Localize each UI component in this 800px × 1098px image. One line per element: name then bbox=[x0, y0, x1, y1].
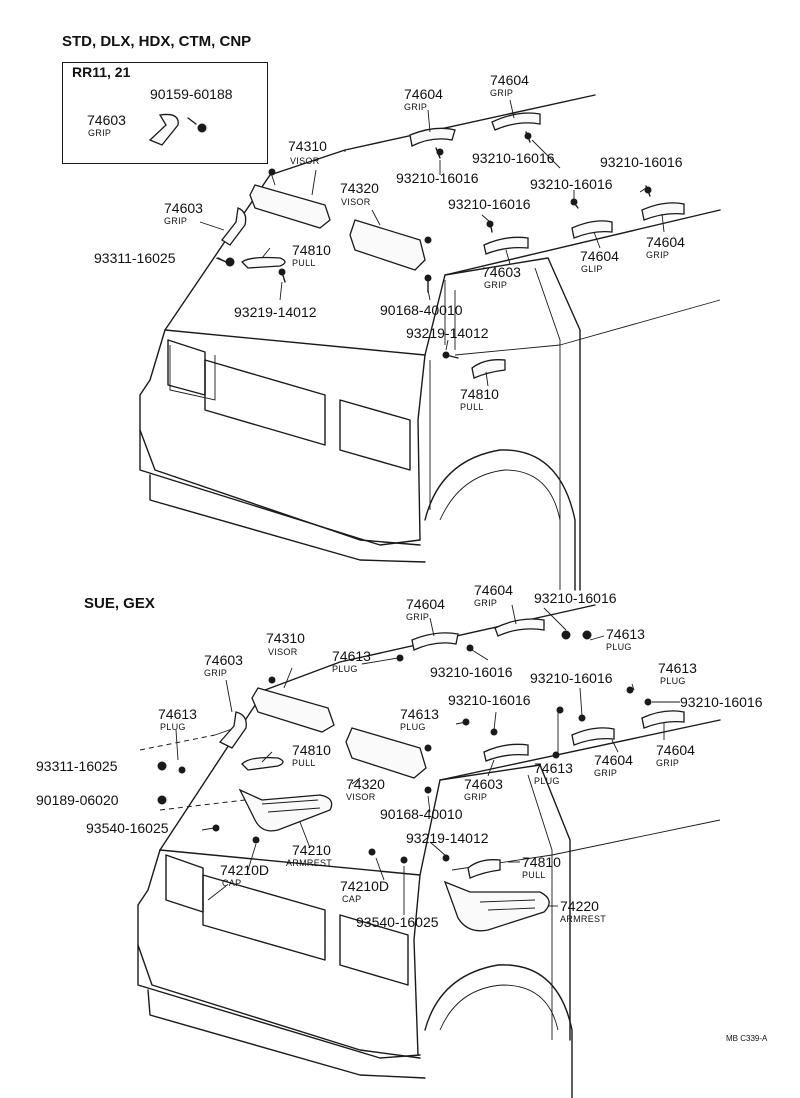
part-number: 74604 bbox=[594, 752, 633, 768]
part-name: CAP bbox=[222, 878, 242, 888]
part-number: 74613 bbox=[332, 648, 371, 664]
part-name: GLIP bbox=[581, 264, 603, 274]
part-number: 93219-14012 bbox=[406, 325, 489, 341]
part-number: 74210 bbox=[292, 842, 331, 858]
top-variant-heading: STD, DLX, HDX, CTM, CNP bbox=[62, 33, 252, 50]
part-number: 93210-16016 bbox=[534, 590, 617, 606]
part-number: 74220 bbox=[560, 898, 599, 914]
drawing-code: MB C339-A bbox=[726, 1034, 768, 1043]
part-number: 74603 bbox=[204, 652, 243, 668]
part-number: 74613 bbox=[658, 660, 697, 676]
part-name: GRIP bbox=[656, 758, 680, 768]
top-parts bbox=[148, 112, 685, 379]
part-name: CAP bbox=[342, 894, 362, 904]
part-number: 93219-14012 bbox=[234, 304, 317, 320]
part-number: 74310 bbox=[266, 630, 305, 646]
bottom-parts bbox=[157, 618, 685, 932]
part-name: PLUG bbox=[534, 776, 560, 786]
part-name: GRIP bbox=[204, 668, 228, 678]
inset-box bbox=[62, 62, 268, 164]
part-number: 74604 bbox=[490, 72, 529, 88]
part-number: 93210-16016 bbox=[430, 664, 513, 680]
part-name: VISOR bbox=[290, 156, 320, 166]
part-name: GRIP bbox=[484, 280, 508, 290]
part-number: 93210-16016 bbox=[448, 196, 531, 212]
inset-part-name: GRIP bbox=[88, 128, 112, 138]
part-number: 74810 bbox=[292, 242, 331, 258]
part-name: GRIP bbox=[474, 598, 498, 608]
part-number: 93210-16016 bbox=[530, 670, 613, 686]
part-name: GRIP bbox=[646, 250, 670, 260]
part-number: 90189-06020 bbox=[36, 792, 119, 808]
part-number: 74613 bbox=[158, 706, 197, 722]
part-name: PULL bbox=[292, 758, 316, 768]
part-name: PLUG bbox=[606, 642, 632, 652]
top-van-body bbox=[139, 94, 721, 591]
part-name: PLUG bbox=[400, 722, 426, 732]
part-number: 74320 bbox=[340, 180, 379, 196]
part-number: 93540-16025 bbox=[356, 914, 439, 930]
part-number: 74604 bbox=[656, 742, 695, 758]
part-name: VISOR bbox=[341, 197, 371, 207]
part-number: 74810 bbox=[460, 386, 499, 402]
part-name: GRIP bbox=[404, 102, 428, 112]
part-number: 74604 bbox=[406, 596, 445, 612]
part-number: 74603 bbox=[164, 200, 203, 216]
part-number: 93311-16025 bbox=[36, 758, 118, 774]
part-name: VISOR bbox=[346, 792, 376, 802]
part-number: 74613 bbox=[534, 760, 573, 776]
part-name: ARMREST bbox=[286, 858, 333, 868]
part-name: GRIP bbox=[406, 612, 430, 622]
part-number: 74603 bbox=[464, 776, 503, 792]
part-number: 74210D bbox=[220, 862, 270, 878]
part-number: 93540-16025 bbox=[86, 820, 169, 836]
part-number: 93210-16016 bbox=[530, 176, 613, 192]
part-number: 90168-40010 bbox=[380, 302, 463, 318]
part-name: ARMREST bbox=[560, 914, 607, 924]
part-number: 93219-14012 bbox=[406, 830, 489, 846]
inset-part-no: 74603 bbox=[87, 112, 126, 128]
part-number: 74603 bbox=[482, 264, 521, 280]
part-name: VISOR bbox=[268, 647, 298, 657]
part-number: 74810 bbox=[522, 854, 561, 870]
part-number: 93311-16025 bbox=[94, 250, 176, 266]
inset-title: RR11, 21 bbox=[72, 64, 131, 80]
part-name: GRIP bbox=[464, 792, 488, 802]
part-number: 74210D bbox=[340, 878, 390, 894]
part-number: 74604 bbox=[646, 234, 685, 250]
part-name: PULL bbox=[522, 870, 546, 880]
part-number: 93210-16016 bbox=[680, 694, 763, 710]
part-number: 74604 bbox=[474, 582, 513, 598]
part-name: PLUG bbox=[660, 676, 686, 686]
part-number: 74613 bbox=[606, 626, 645, 642]
part-name: GRIP bbox=[164, 216, 188, 226]
part-number: 90168-40010 bbox=[380, 806, 463, 822]
top-leader-lines bbox=[199, 99, 665, 387]
part-name: GRIP bbox=[594, 768, 618, 778]
bottom-leader-lines bbox=[175, 604, 680, 915]
part-name: GRIP bbox=[490, 88, 514, 98]
part-number: 93210-16016 bbox=[396, 170, 479, 186]
part-number: 74604 bbox=[580, 248, 619, 264]
part-number: 74320 bbox=[346, 776, 385, 792]
bottom-variant-heading: SUE, GEX bbox=[84, 595, 155, 612]
part-number: 74810 bbox=[292, 742, 331, 758]
part-name: PLUG bbox=[160, 722, 186, 732]
part-name: PULL bbox=[460, 402, 484, 412]
part-number: 74613 bbox=[400, 706, 439, 722]
part-name: PLUG bbox=[332, 664, 358, 674]
part-number: 93210-16016 bbox=[472, 150, 555, 166]
bottom-van-body bbox=[137, 604, 721, 1098]
part-number: 93210-16016 bbox=[600, 154, 683, 170]
inset-bolt-no: 90159-60188 bbox=[150, 86, 233, 102]
part-number: 74310 bbox=[288, 138, 327, 154]
part-name: PULL bbox=[292, 258, 316, 268]
part-number: 93210-16016 bbox=[448, 692, 531, 708]
part-number: 74604 bbox=[404, 86, 443, 102]
